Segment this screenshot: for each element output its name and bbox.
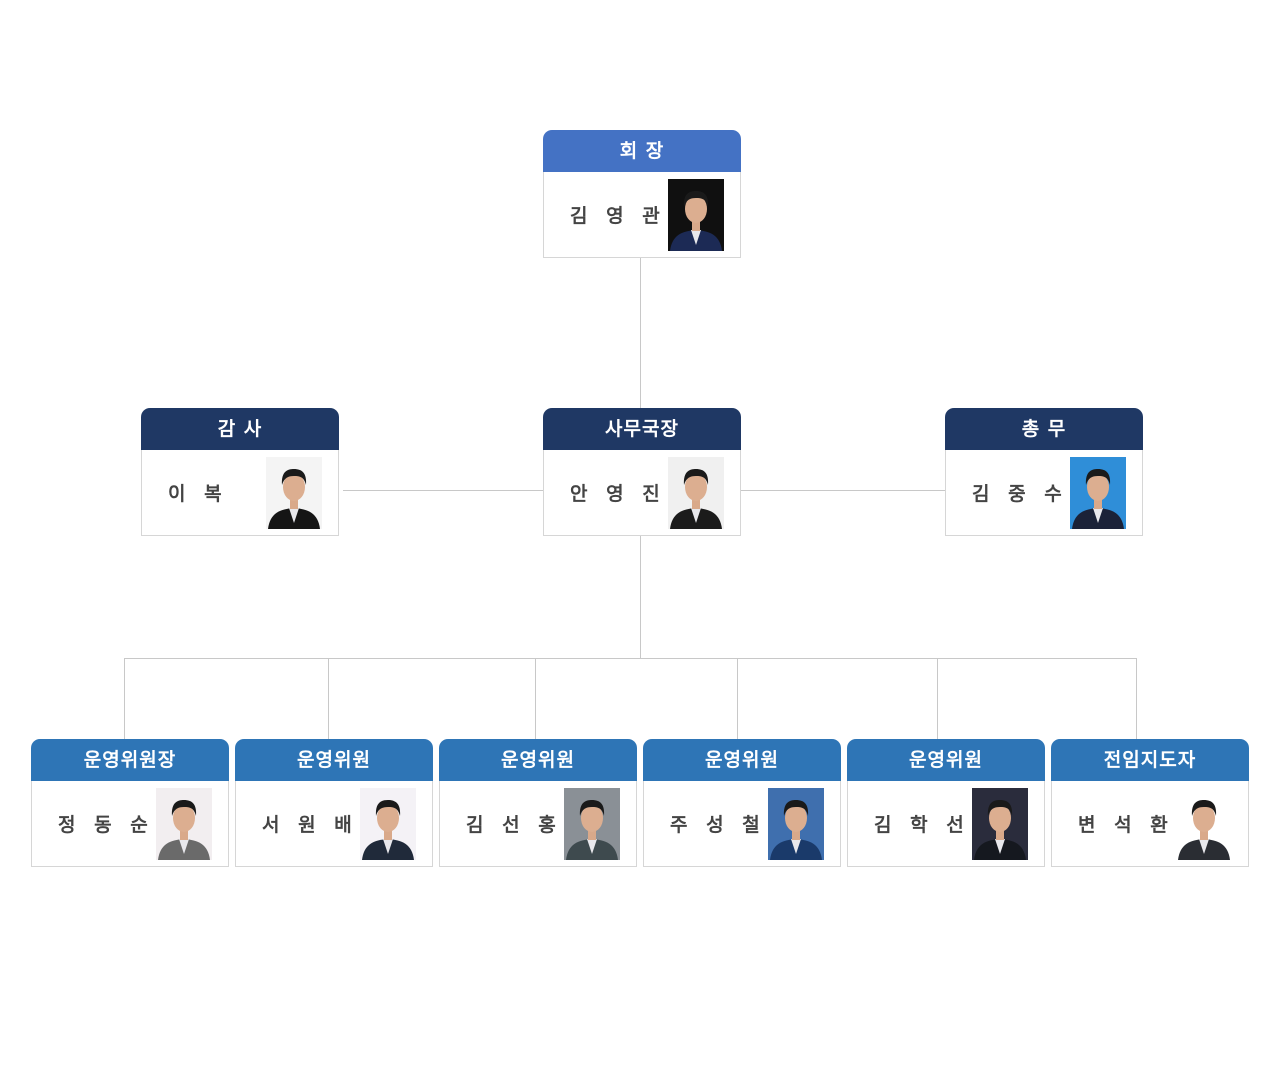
member-card-body: 서 원 배 — [235, 781, 433, 867]
person-portrait-icon — [1176, 788, 1232, 860]
member-photo — [972, 788, 1028, 860]
member-card-body: 정 동 순 — [31, 781, 229, 867]
person-portrait-icon — [564, 788, 620, 860]
connector-line — [343, 490, 543, 491]
position-title: 운영위원 — [643, 739, 841, 781]
connector-line — [124, 658, 1137, 659]
member-photo — [360, 788, 416, 860]
position-title: 운영위원 — [847, 739, 1045, 781]
member-card-body: 김 선 홍 — [439, 781, 637, 867]
member-name: 김 선 홍 — [466, 814, 562, 836]
connector-line — [535, 658, 536, 739]
position-title: 감 사 — [141, 408, 339, 450]
member-name: 정 동 순 — [58, 814, 154, 836]
member-photo — [768, 788, 824, 860]
person-portrait-icon — [156, 788, 212, 860]
person-portrait-icon — [972, 788, 1028, 860]
member-card-body: 김 영 관 — [543, 172, 741, 258]
member-card-body: 김 중 수 — [945, 450, 1143, 536]
member-name: 주 성 철 — [670, 814, 766, 836]
person-portrait-icon — [668, 179, 724, 251]
position-title: 전임지도자 — [1051, 739, 1249, 781]
person-portrait-icon — [1070, 457, 1126, 529]
member-name: 김 학 선 — [874, 814, 970, 836]
position-title: 운영위원 — [235, 739, 433, 781]
member-name: 안 영 진 — [570, 483, 666, 505]
position-title: 회 장 — [543, 130, 741, 172]
person-portrait-icon — [360, 788, 416, 860]
connector-line — [737, 658, 738, 739]
member-photo — [156, 788, 212, 860]
member-name: 서 원 배 — [262, 814, 358, 836]
connector-line — [937, 658, 938, 739]
person-portrait-icon — [768, 788, 824, 860]
connector-line — [328, 658, 329, 739]
member-photo — [564, 788, 620, 860]
connector-line — [640, 258, 641, 408]
person-portrait-icon — [668, 457, 724, 529]
connector-line — [124, 658, 125, 739]
member-card-body: 변 석 환 — [1051, 781, 1249, 867]
member-photo — [668, 179, 724, 251]
position-title: 사무국장 — [543, 408, 741, 450]
member-card-body: 주 성 철 — [643, 781, 841, 867]
member-photo — [1176, 788, 1232, 860]
member-card-body: 이 복 — [141, 450, 339, 536]
position-title: 총 무 — [945, 408, 1143, 450]
member-card-body: 김 학 선 — [847, 781, 1045, 867]
position-title: 운영위원 — [439, 739, 637, 781]
connector-line — [1136, 658, 1137, 739]
member-name: 김 중 수 — [972, 483, 1068, 505]
position-title: 운영위원장 — [31, 739, 229, 781]
member-name: 변 석 환 — [1078, 814, 1174, 836]
connector-line — [640, 536, 641, 658]
member-photo — [1070, 457, 1126, 529]
member-photo — [266, 457, 322, 529]
member-card-body: 안 영 진 — [543, 450, 741, 536]
member-name: 이 복 — [168, 483, 228, 505]
member-name: 김 영 관 — [570, 205, 666, 227]
person-portrait-icon — [266, 457, 322, 529]
member-photo — [668, 457, 724, 529]
connector-line — [741, 490, 945, 491]
